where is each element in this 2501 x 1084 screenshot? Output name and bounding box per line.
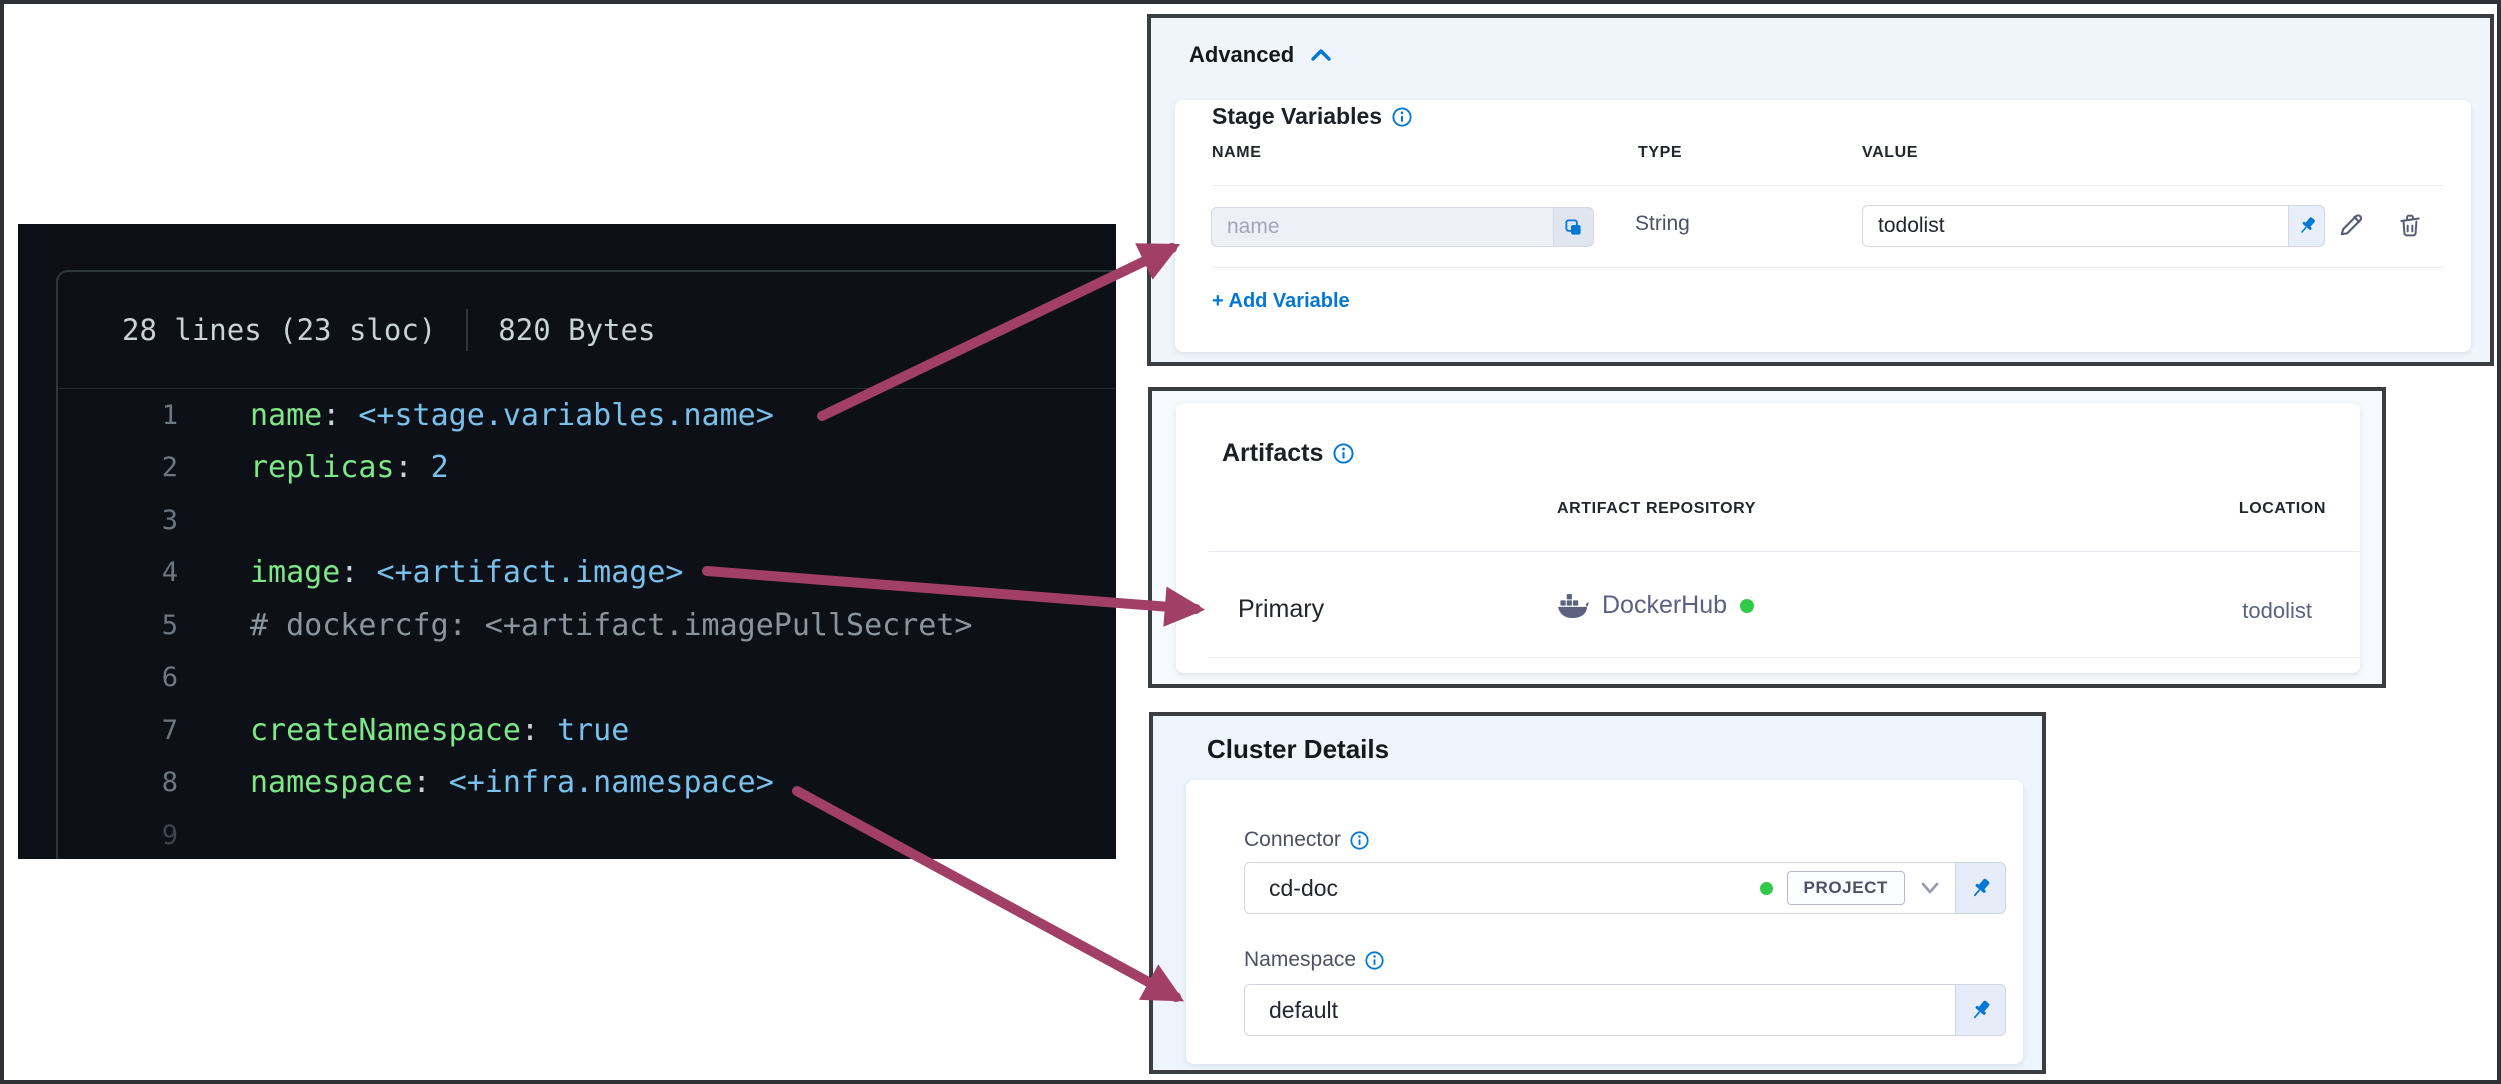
status-dot-green (1759, 881, 1773, 895)
artifact-location-value: todolist (2242, 598, 2312, 623)
namespace-input[interactable] (1244, 984, 1956, 1036)
scope-badge: PROJECT (1786, 871, 1905, 905)
line-number: 5 (161, 609, 178, 641)
table-divider (1212, 267, 2444, 268)
pin-icon[interactable] (2289, 205, 2325, 247)
variable-value-input[interactable] (1862, 205, 2289, 247)
variable-name-input[interactable] (1211, 207, 1554, 247)
code-line: 6 (58, 652, 1116, 705)
code-line: 7 createNamespace: true (58, 704, 1116, 757)
variable-value-input-field[interactable] (1863, 214, 2288, 238)
connector-value: cd-doc (1269, 874, 1339, 901)
namespace-label: Namespace (1244, 948, 1357, 971)
info-icon[interactable] (1350, 830, 1369, 850)
code-lines-count: 28 lines (23 sloc) (122, 313, 437, 347)
advanced-panel: Advanced Stage Variables NAME TY (1147, 14, 2494, 366)
table-divider (1208, 657, 2360, 658)
column-header-location: LOCATION (2238, 500, 2326, 517)
namespace-input-field[interactable] (1245, 996, 1955, 1024)
delete-trash-icon[interactable] (2393, 208, 2427, 242)
code-line-text: createNamespace: true (250, 712, 630, 748)
line-number: 3 (161, 504, 178, 536)
table-divider (1212, 185, 2444, 186)
info-icon[interactable] (1392, 106, 1412, 127)
code-file-box: 28 lines (23 sloc) 820 Bytes 1 name: <+st… (56, 270, 1116, 859)
code-line: 1 name: <+stage.variables.name> (58, 389, 1116, 442)
code-line: 9 (58, 809, 1116, 859)
code-line: 8 namespace: <+infra.namespace> (58, 757, 1116, 810)
advanced-section-toggle[interactable]: Advanced (1189, 42, 1332, 68)
info-icon[interactable] (1333, 443, 1354, 464)
code-line: 4 image: <+artifact.image> (58, 547, 1116, 600)
line-number: 8 (161, 767, 178, 799)
chevron-up-icon[interactable] (1310, 42, 1332, 68)
advanced-title: Advanced (1189, 42, 1295, 67)
status-dot-green (1740, 598, 1755, 613)
column-header-name: NAME (1212, 144, 1262, 161)
artifacts-card: Artifacts ARTIFACT REPOSITORY LOCATION P… (1176, 403, 2360, 673)
column-header-artifact-repository: ARTIFACT REPOSITORY (1557, 500, 1756, 517)
code-line-text: namespace: <+infra.namespace> (250, 765, 774, 801)
docker-whale-icon (1557, 592, 1589, 619)
cluster-details-panel: Cluster Details Connector cd-doc PROJECT (1149, 712, 2046, 1074)
artifacts-title-row: Artifacts (1222, 439, 1354, 468)
connector-label-row: Connector (1244, 828, 1369, 852)
cluster-details-title: Cluster Details (1207, 734, 1389, 765)
connector-label: Connector (1244, 828, 1341, 851)
line-number: 7 (161, 714, 178, 746)
cluster-details-card: Connector cd-doc PROJECT (1186, 780, 2023, 1064)
connector-select[interactable]: cd-doc PROJECT (1244, 862, 1956, 914)
cluster-details-title-text: Cluster Details (1207, 734, 1390, 764)
pin-icon[interactable] (1956, 862, 2006, 914)
code-file-meta-bar: 28 lines (23 sloc) 820 Bytes (58, 272, 1116, 389)
chevron-down-icon[interactable] (1919, 881, 1941, 895)
line-number: 1 (161, 399, 178, 431)
artifact-repository-cell[interactable]: DockerHub (1557, 591, 1755, 620)
info-icon[interactable] (1365, 950, 1384, 970)
artifact-row-label: Primary (1238, 595, 1325, 623)
code-line-text: image: <+artifact.image> (250, 555, 684, 591)
line-number: 6 (161, 662, 178, 694)
code-line-text: name: <+stage.variables.name> (250, 397, 774, 433)
column-header-value: VALUE (1862, 144, 1919, 161)
copy-icon[interactable] (1554, 207, 1594, 247)
artifacts-title: Artifacts (1222, 439, 1324, 467)
code-lines: 1 name: <+stage.variables.name> 2 replicas:… (58, 389, 1116, 859)
code-viewer: 28 lines (23 sloc) 820 Bytes 1 name: <+st… (18, 224, 1116, 859)
line-number: 2 (161, 452, 178, 484)
edit-pencil-icon[interactable] (2335, 208, 2369, 242)
stage-variables-title: Stage Variables (1212, 103, 1383, 129)
stage-variables-title-row: Stage Variables (1212, 103, 1412, 130)
meta-divider (466, 309, 469, 351)
add-variable-button[interactable]: + Add Variable (1212, 290, 1350, 312)
column-header-type: TYPE (1638, 144, 1683, 161)
code-line-text: # dockercfg: <+artifact.imagePullSecret> (250, 607, 973, 643)
code-line-text: replicas: 2 (250, 450, 449, 486)
code-line: 2 replicas: 2 (58, 442, 1116, 495)
line-number: 9 (161, 819, 178, 851)
variable-type-value: String (1635, 212, 1690, 235)
artifact-repository-name: DockerHub (1602, 591, 1728, 619)
code-line: 3 (58, 494, 1116, 547)
line-number: 4 (161, 557, 178, 589)
code-line: 5 # dockercfg: <+artifact.imagePullSecret… (58, 599, 1116, 652)
table-divider (1208, 551, 2360, 552)
namespace-label-row: Namespace (1244, 948, 1384, 972)
code-file-size: 820 Bytes (498, 313, 656, 347)
pin-icon[interactable] (1956, 984, 2006, 1036)
variable-name-input-field[interactable] (1212, 215, 1553, 239)
stage-variables-card: Stage Variables NAME TYPE VALUE (1175, 100, 2471, 352)
artifacts-panel: Artifacts ARTIFACT REPOSITORY LOCATION P… (1148, 387, 2386, 688)
